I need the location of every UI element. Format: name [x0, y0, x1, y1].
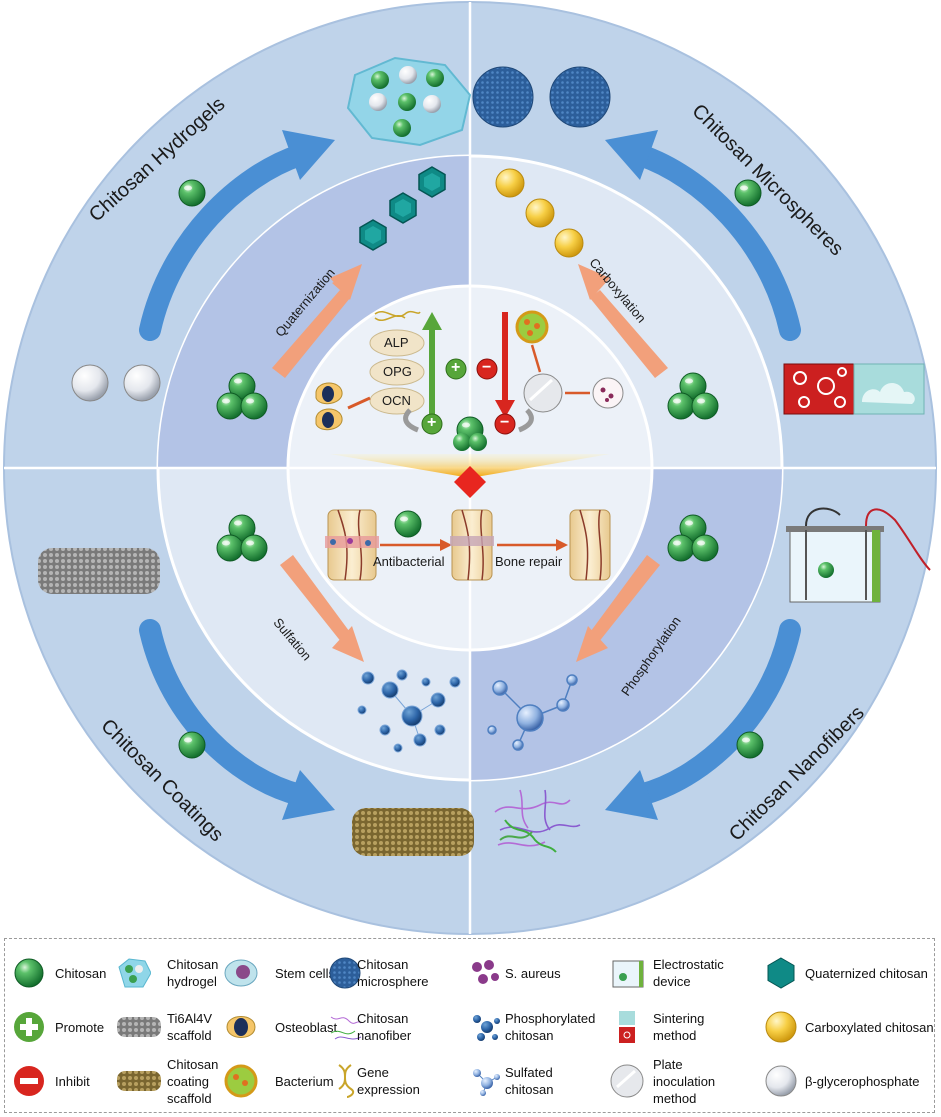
inhibit-icon [476, 358, 498, 380]
chitosan-coating-scaffold-icon [117, 1071, 161, 1091]
ti6al4v-scaffold-icon [38, 548, 160, 594]
bone-repaired-icon [569, 509, 611, 581]
phosphorylated-chitosan-icon [473, 1015, 500, 1041]
legend-label: Inhibit [55, 1073, 90, 1089]
quaternized-chitosan-icon [389, 192, 417, 224]
legend-label: Stem cells [275, 965, 335, 981]
carboxylated-chitosan-icon [765, 1011, 797, 1043]
arrow-sulfation [280, 555, 364, 662]
legend-label: Chitosan [55, 965, 107, 981]
arrow-phosphorylation [576, 555, 660, 662]
beta-glycerophosphate-icon [71, 364, 109, 402]
arrow-nanofibers [605, 619, 801, 820]
quaternized-chitosan-icon [767, 957, 795, 989]
osteoblast-icon [226, 1016, 256, 1038]
chitosan-microsphere-icon [549, 66, 611, 128]
chitosan-icon [178, 731, 206, 759]
phosphorylated-chitosan-icon [357, 669, 461, 753]
arrow-carboxylation [578, 264, 668, 378]
bacterium-icon [515, 310, 549, 344]
carboxylated-chitosan-icon [525, 198, 555, 228]
chitosan-coating-scaffold-icon [352, 808, 474, 856]
legend-label: Bacterium [275, 1073, 334, 1089]
bacterium-icon [224, 1064, 258, 1098]
sulfated-chitosan-icon [487, 674, 578, 751]
label-antibacterial: Antibacterial [373, 554, 445, 569]
promote-icon [445, 358, 467, 380]
s-aureus-icon [472, 960, 499, 984]
plate-inoculation-method-icon [610, 1064, 644, 1098]
quaternized-chitosan-icon [418, 166, 446, 198]
carboxylated-chitosan-icon [495, 168, 525, 198]
legend-label: S. aureus [505, 965, 561, 981]
inhibit-symbol-small: − [482, 359, 492, 376]
gene-alp: ALP [384, 335, 409, 350]
chitosan-nanofiber-icon [494, 789, 581, 853]
chitosan-icon [14, 958, 44, 988]
arrow-microspheres [605, 130, 801, 341]
s-aureus-icon [592, 377, 624, 409]
bone-treated-icon [450, 509, 494, 581]
gene-badges [369, 329, 425, 415]
diagram-canvas [3, 1, 937, 935]
beta-glycerophosphate-icon [123, 364, 161, 402]
electrostatic-device-icon [612, 960, 644, 988]
gene-expression-icon [338, 1064, 355, 1098]
legend-label: Promote [55, 1019, 105, 1035]
legend-label: β-glycerophosphate [805, 1073, 920, 1089]
chitosan-icon [178, 179, 206, 207]
chitosan-hydrogel-icon [346, 56, 472, 147]
plate-inoculation-method-icon [523, 373, 563, 413]
ti6al4v-scaffold-icon [117, 1017, 161, 1037]
gene-opg: OPG [383, 364, 412, 379]
bone-fracture-icon [325, 509, 379, 581]
arrow-hydrogels [139, 130, 335, 341]
arrow-coatings [139, 619, 335, 820]
sulfated-chitosan-icon [473, 1069, 500, 1096]
chitosan-icon [736, 731, 764, 759]
sintering-method-icon [783, 363, 925, 415]
chitosan-icon [394, 510, 422, 538]
electrostatic-device-icon [786, 507, 931, 603]
promote-symbol: + [427, 414, 437, 431]
stem-cell-icon [224, 959, 258, 987]
promote-icon [421, 413, 443, 435]
gene-ocn: OCN [382, 393, 411, 408]
convergence-diamond [454, 466, 486, 498]
gene-expression-icon [374, 310, 421, 321]
quaternized-chitosan-icon [359, 219, 387, 251]
sintering-method-icon [619, 1011, 635, 1043]
inhibit-icon [14, 1066, 44, 1096]
chitosan-hydrogel-icon [118, 958, 151, 988]
chitosan-microsphere-icon [472, 66, 534, 128]
legend-label: Quaternized chitosan [805, 965, 928, 981]
label-bone-repair: Bone repair [495, 554, 563, 569]
inhibit-symbol: − [500, 414, 510, 431]
beta-glycerophosphate-icon [765, 1065, 797, 1097]
legend-label: Carboxylated chitosan [805, 1019, 934, 1035]
chitosan-microsphere-icon [329, 957, 361, 989]
chitosan-nanofiber-icon [330, 1016, 362, 1040]
promote-icon [14, 1012, 44, 1042]
carboxylated-chitosan-icon [554, 228, 584, 258]
arrow-quaternization [272, 264, 362, 378]
osteoblast-icon [315, 382, 343, 431]
inhibit-icon [494, 413, 516, 435]
promote-symbol-small: + [451, 359, 461, 376]
legend-label: Osteoblast [275, 1019, 338, 1035]
